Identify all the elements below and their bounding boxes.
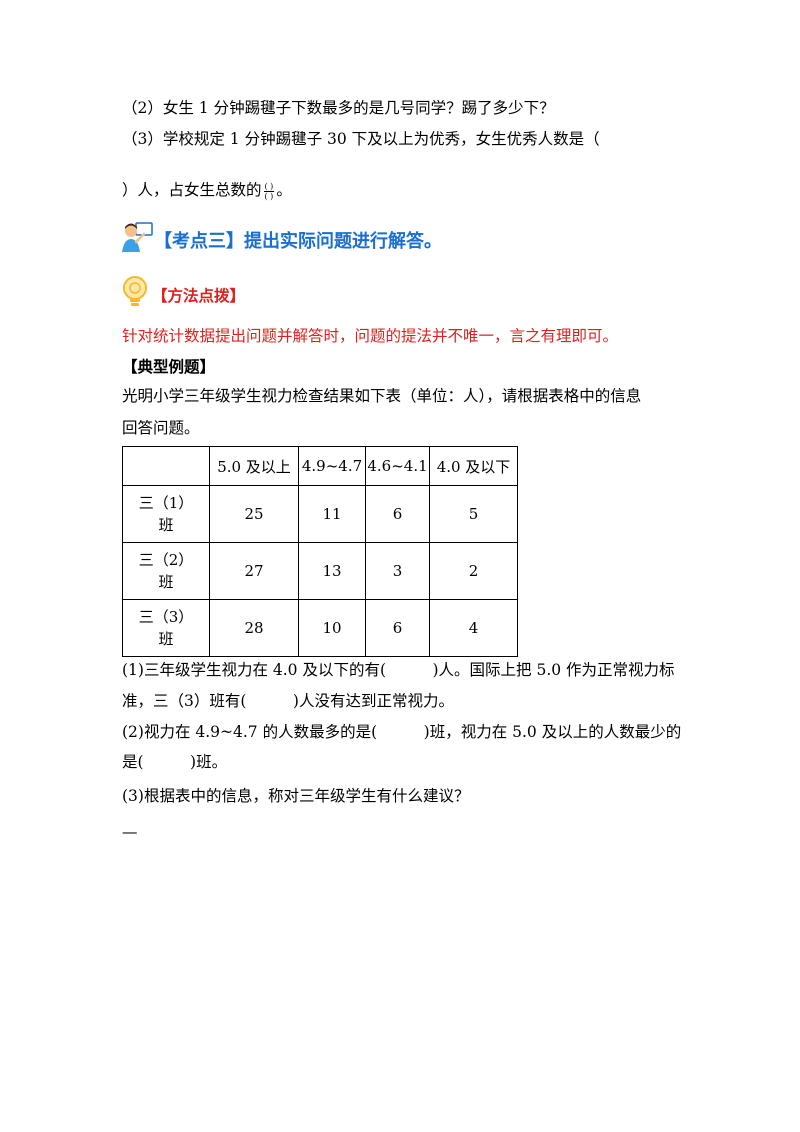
table-header-cell: 4.9~4.7 xyxy=(298,446,366,486)
table-header-cell xyxy=(122,446,210,486)
example-intro-1: 光明小学三年级学生视力检查结果如下表（单位：人），请根据表格中的信息 xyxy=(122,387,642,405)
table-cell: 11 xyxy=(298,485,366,543)
question-3-line-1: （3）学校规定 1 分钟踢毽子 30 下及以上为优秀，女生优秀人数是（ xyxy=(122,130,600,148)
table-header-cell: 5.0 及以上 xyxy=(209,446,299,486)
table-cell: 27 xyxy=(209,542,299,600)
table-row: 三（3） 班 28 10 6 4 xyxy=(122,599,518,657)
table-cell: 4 xyxy=(429,599,518,657)
table-row: 三（2） 班 27 13 3 2 xyxy=(122,542,518,600)
answer-3-line-1: (3)根据表中的信息，称对三年级学生有什么建议？ xyxy=(122,787,470,805)
table-cell: 25 xyxy=(209,485,299,543)
table-cell: 5 xyxy=(429,485,518,543)
table-cell: 13 xyxy=(298,542,366,600)
example-title: 【典型例题】 xyxy=(122,358,216,376)
answer-1-line-2: 准，三（3）班有( )人没有达到正常视力。 xyxy=(122,692,454,710)
table-cell: 6 xyxy=(365,485,430,543)
lightbulb-icon xyxy=(123,276,147,306)
row-label-class: 三（1） xyxy=(138,494,194,512)
row-label-ban: 班 xyxy=(158,573,174,591)
row-label-class: 三（3） xyxy=(138,608,194,626)
table-cell: 2 xyxy=(429,542,518,600)
row-label: 三（3） 班 xyxy=(122,599,210,657)
row-label-class: 三（2） xyxy=(138,551,194,569)
table-cell: 28 xyxy=(209,599,299,657)
table-row: 三（1） 班 25 11 6 5 xyxy=(122,485,518,543)
table-cell: 6 xyxy=(365,599,430,657)
table-cell: 3 xyxy=(365,542,430,600)
question-3-end: 。 xyxy=(276,181,292,199)
teacher-icon xyxy=(122,222,153,252)
fraction-numerator: ( ) xyxy=(263,181,275,192)
kaodian-title: 【考点三】提出实际问题进行解答。 xyxy=(154,231,442,252)
row-label: 三（2） 班 xyxy=(122,542,210,600)
row-label-ban: 班 xyxy=(158,516,174,534)
table-header-cell: 4.6~4.1 xyxy=(365,446,430,486)
example-intro-2: 回答问题。 xyxy=(122,419,200,437)
fraction-blank: ( )( ) xyxy=(263,181,275,201)
question-3-line-2: ）人，占女生总数的( )( )。 xyxy=(122,180,292,201)
table-header-row: 5.0 及以上 4.9~4.7 4.6~4.1 4.0 及以下 xyxy=(122,446,518,486)
answer-2-line-1: (2)视力在 4.9~4.7 的人数最多的是( )班，视力在 5.0 及以上的人… xyxy=(122,723,682,741)
fangfa-title: 【方法点拨】 xyxy=(152,287,246,305)
row-label-ban: 班 xyxy=(158,630,174,648)
method-text: 针对统计数据提出问题并解答时，问题的提法并不唯一，言之有理即可。 xyxy=(122,327,619,345)
vision-table: 5.0 及以上 4.9~4.7 4.6~4.1 4.0 及以下 三（1）班 25… xyxy=(122,446,518,657)
answer-2-line-2: 是( )班。 xyxy=(122,753,228,771)
row-label: 三（1） 班 xyxy=(122,485,210,543)
question-3-text: ）人，占女生总数的 xyxy=(122,181,262,199)
table-header-cell: 4.0 及以下 xyxy=(429,446,518,486)
question-2: （2）女生 1 分钟踢毽子下数最多的是几号同学？踢了多少下？ xyxy=(122,99,555,117)
table-cell: 10 xyxy=(298,599,366,657)
answer-blank: — xyxy=(122,823,138,841)
answer-1-line-1: (1)三年级学生视力在 4.0 及以下的有( )人。国际上把 5.0 作为正常视… xyxy=(122,661,675,679)
fraction-denominator: ( ) xyxy=(264,191,274,201)
